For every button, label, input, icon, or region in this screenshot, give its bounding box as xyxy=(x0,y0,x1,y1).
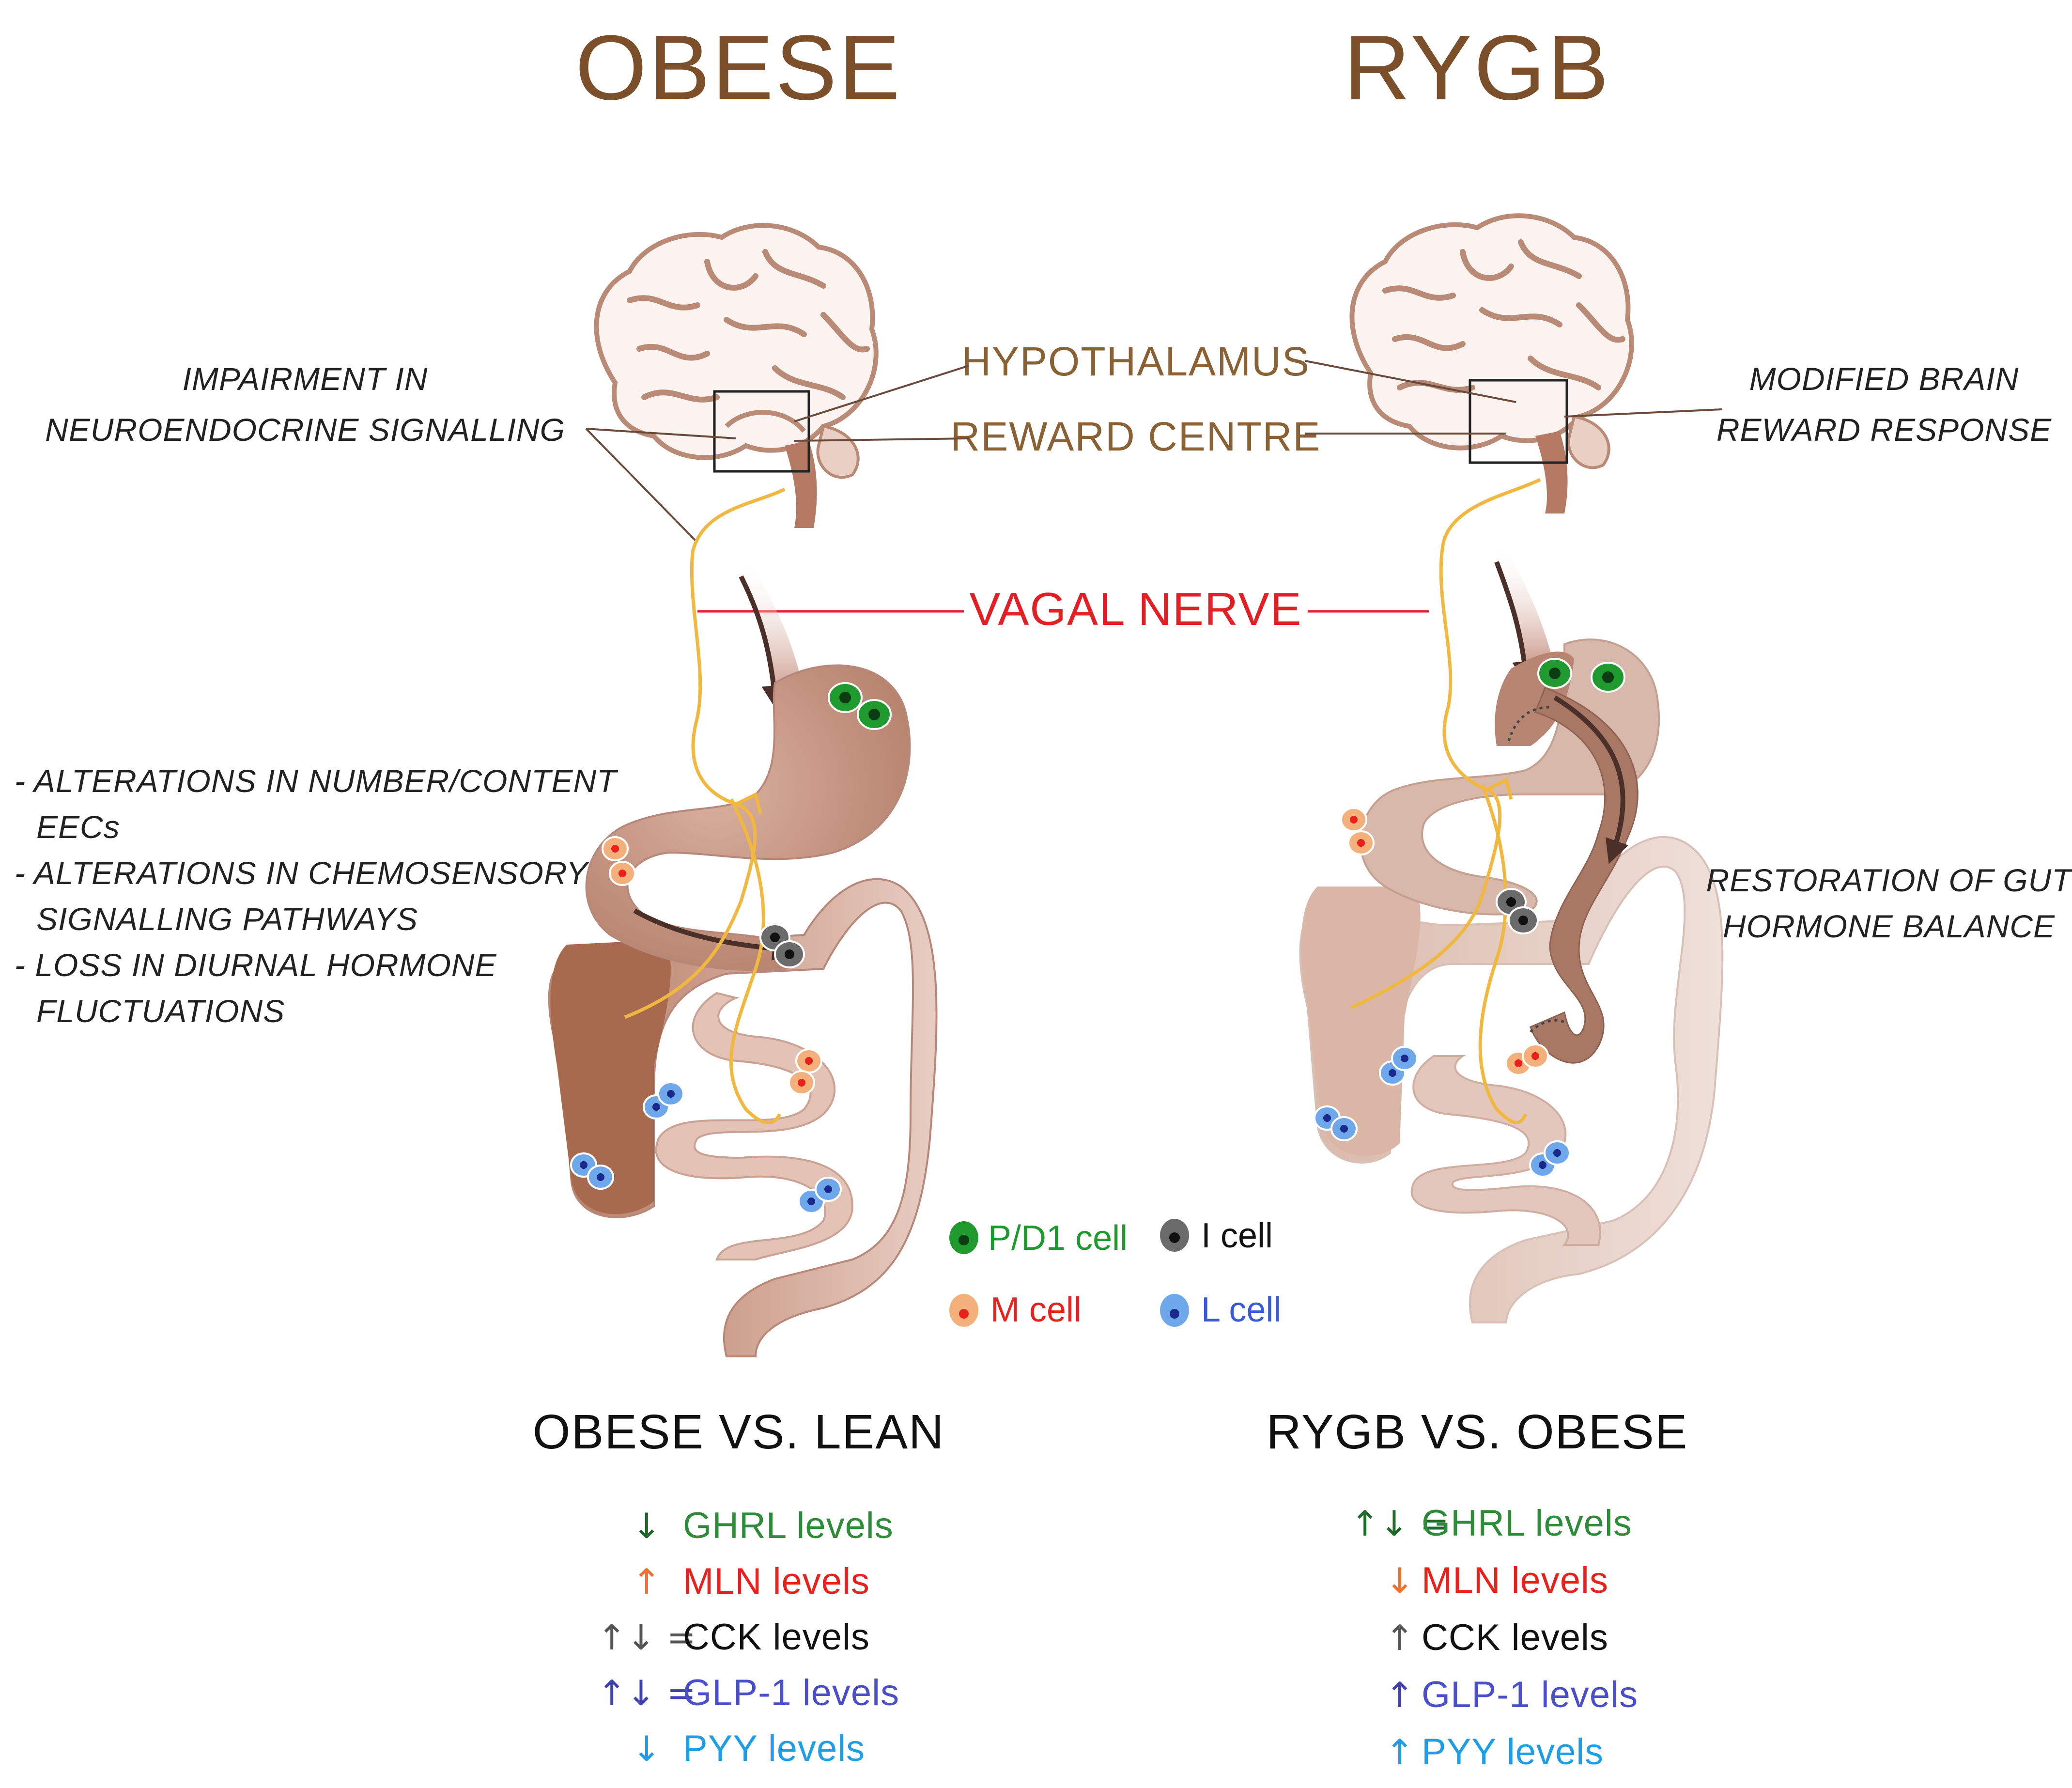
brain-left xyxy=(594,223,879,528)
level-symbol-right-4: ↑ xyxy=(1385,1732,1414,1772)
brain-box-right xyxy=(1469,379,1568,464)
annotation-right-brain-1: MODIFIED BRAIN xyxy=(1749,361,2019,397)
level-symbol-left-2: ↑↓ = xyxy=(597,1617,696,1658)
levels-left: ↓GHRL levels↑MLN levels↑↓ =CCK levels↑↓ … xyxy=(597,1505,899,1769)
m-cell xyxy=(602,807,1549,1095)
annotation-left-gut-2: EECs xyxy=(36,809,120,845)
hypothalamus-label: HYPOTHALAMUS xyxy=(961,339,1310,384)
legend-item-pd1: P/D1 cell xyxy=(949,1219,1128,1258)
title-obese: OBESE xyxy=(575,16,902,119)
level-label-left-0: GHRL levels xyxy=(683,1505,894,1546)
m-cell-nuclei xyxy=(611,816,1539,1087)
annotation-left-gut-5: - LOSS IN DIURNAL HORMONE xyxy=(15,947,497,983)
l-cell-nuclei xyxy=(580,1055,1561,1205)
annotation-left-gut-1: - ALTERATIONS IN NUMBER/CONTENT xyxy=(15,763,619,799)
comparison-title-left: OBESE VS. LEAN xyxy=(533,1405,945,1459)
vagal-nerve-label: VAGAL NERVE xyxy=(969,583,1302,635)
brain-box-left xyxy=(713,390,810,473)
legend-item-l: L cell xyxy=(1160,1290,1281,1329)
comparison-title-right: RYGB VS. OBESE xyxy=(1267,1405,1688,1459)
level-symbol-left-4: ↓ xyxy=(632,1728,661,1769)
brain-right xyxy=(1349,213,1634,513)
level-symbol-right-0: ↑↓ = xyxy=(1350,1503,1449,1544)
title-rygb: RYGB xyxy=(1344,16,1610,119)
legend-label-pd1: P/D1 cell xyxy=(988,1219,1128,1258)
annotation-left-gut-4: SIGNALLING PATHWAYS xyxy=(36,901,418,937)
legend-item-m: M cell xyxy=(949,1290,1082,1329)
gut-right xyxy=(1299,478,1724,1323)
annotation-right-gut-2: HORMONE BALANCE xyxy=(1723,908,2055,944)
annotation-left-gut-3: - ALTERATIONS IN CHEMOSENSORY xyxy=(15,855,589,891)
level-label-left-1: MLN levels xyxy=(683,1561,870,1602)
level-symbol-right-1: ↓ xyxy=(1385,1560,1414,1601)
gut-left xyxy=(548,487,938,1357)
level-label-right-4: PYY levels xyxy=(1422,1731,1604,1772)
reward-centre-label: REWARD CENTRE xyxy=(951,414,1321,459)
annotation-left-brain-2: NEUROENDOCRINE SIGNALLING xyxy=(45,412,565,448)
legend: P/D1 cell I cell M cell L cell xyxy=(949,1216,1281,1329)
level-label-right-1: MLN levels xyxy=(1422,1560,1608,1601)
annotation-right-gut-1: RESTORATION OF GUT xyxy=(1706,862,2072,898)
annotation-left-brain-1: IMPAIRMENT IN xyxy=(183,361,428,397)
level-symbol-right-2: ↑ xyxy=(1385,1617,1414,1658)
annotation-right-brain-2: REWARD RESPONSE xyxy=(1716,412,2052,448)
level-symbol-left-1: ↑ xyxy=(632,1561,661,1602)
level-symbol-right-3: ↑ xyxy=(1385,1675,1414,1715)
level-label-right-3: GLP-1 levels xyxy=(1422,1674,1638,1715)
level-label-right-0: GHRL levels xyxy=(1422,1503,1632,1544)
levels-right: ↑↓ =GHRL levels↓MLN levels↑CCK levels↑GL… xyxy=(1350,1503,1638,1772)
level-label-left-3: GLP-1 levels xyxy=(683,1672,899,1713)
level-label-left-2: CCK levels xyxy=(683,1617,870,1658)
pd1-cell-nuclei xyxy=(839,668,1614,720)
annotation-left-gut-6: FLUCTUATIONS xyxy=(36,993,285,1029)
legend-label-i: I cell xyxy=(1201,1216,1273,1255)
level-label-right-2: CCK levels xyxy=(1422,1617,1608,1658)
i-cell-nuclei xyxy=(770,897,1528,959)
level-label-left-4: PYY levels xyxy=(683,1728,865,1769)
brain-leader-lines xyxy=(585,360,1722,544)
level-symbol-left-0: ↓ xyxy=(632,1506,661,1546)
cells xyxy=(570,658,1625,1214)
legend-item-i: I cell xyxy=(1160,1216,1273,1255)
legend-label-l: L cell xyxy=(1201,1290,1281,1329)
legend-label-m: M cell xyxy=(990,1290,1082,1329)
level-symbol-left-3: ↑↓ = xyxy=(597,1673,696,1713)
